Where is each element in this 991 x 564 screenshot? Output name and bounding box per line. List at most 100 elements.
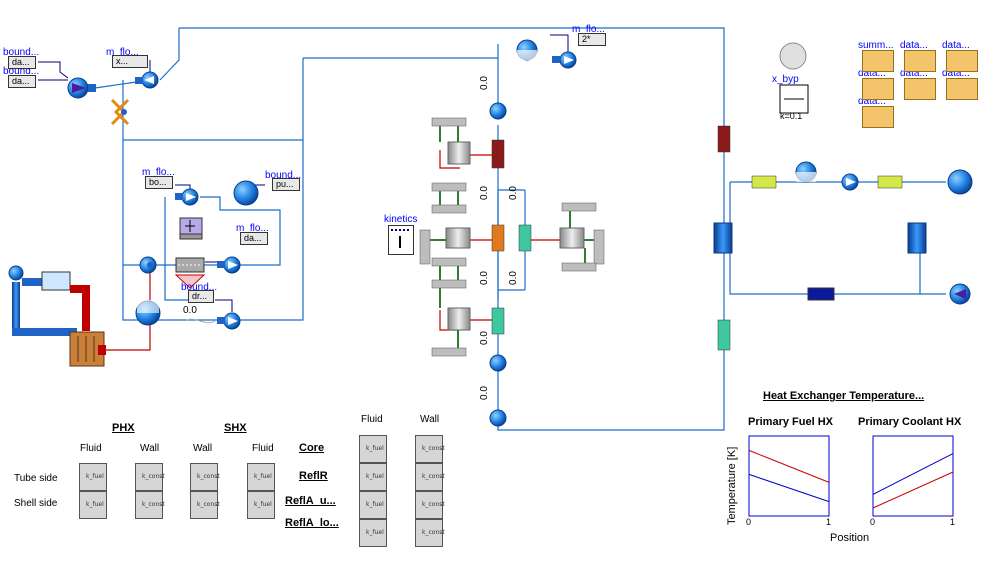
core-zero-4: 0.0	[479, 271, 490, 285]
data-label-2: data...	[942, 40, 970, 51]
wall-block-right	[559, 202, 605, 272]
core-heat-nodes	[419, 117, 605, 357]
x-byp-label: x_byp	[772, 74, 799, 85]
phx-shell-wall-k[interactable]: k_const	[135, 491, 165, 519]
shx-wall-header: Wall	[193, 443, 213, 454]
refla-u-wall-k[interactable]: k_const	[415, 491, 445, 519]
summary-label: summ...	[858, 40, 894, 51]
shx-tube-fluid-k[interactable]: k_fuel	[247, 463, 275, 491]
data-table-icon-6[interactable]	[862, 106, 894, 128]
bound-label-3: bound...	[265, 170, 302, 181]
core-zero-6: 0.0	[479, 386, 490, 400]
chart-2-xtick-1: 1	[950, 517, 956, 527]
core-zero-2: 0.0	[479, 186, 490, 200]
shx-tube-wall-k[interactable]: k_const	[190, 463, 220, 491]
shx-shell-fluid-k[interactable]: k_fuel	[247, 491, 275, 519]
primary-loop-left	[67, 71, 159, 126]
core-zero-1: 0.0	[479, 76, 490, 90]
bound-label-2: bound...	[3, 66, 40, 77]
phx-fluid-header: Fluid	[80, 443, 102, 454]
m-flo-label-top: m_flo...	[572, 24, 605, 35]
refla-lo-fluid-k[interactable]: k_fuel	[359, 519, 387, 547]
kinetics-block[interactable]	[388, 225, 414, 255]
bound-label-1: bound...	[3, 47, 40, 58]
secondary-components	[135, 180, 259, 330]
phx-header: PHX	[112, 422, 135, 434]
wall-block-top	[431, 117, 471, 192]
reflr-wall-k[interactable]: k_const	[415, 463, 445, 491]
data-label-4: data...	[900, 68, 928, 79]
gain-k-label: k=0.1	[780, 111, 803, 121]
chart-1-series-1	[748, 449, 830, 483]
data-label-6: data...	[858, 96, 886, 107]
chart-2-title: Primary Coolant HX	[858, 416, 962, 428]
data-table-icon-1[interactable]	[904, 50, 936, 72]
wall-block-bottom	[431, 279, 471, 357]
core-zero-3: 0.0	[508, 186, 519, 200]
phx-wall-header: Wall	[140, 443, 160, 454]
chart-1-xtick-0: 0	[746, 517, 752, 527]
da-input-2[interactable]: da...	[8, 75, 36, 88]
core-volumes	[489, 102, 507, 427]
core-row-label: Core	[299, 442, 325, 454]
shx-fluid-header: Fluid	[252, 443, 274, 454]
bo-input[interactable]: bo...	[145, 176, 173, 189]
core-fluid-header: Fluid	[361, 414, 383, 425]
core-zero-7: 0.0	[479, 331, 490, 345]
data-table-icon-3[interactable]	[862, 78, 894, 100]
shell-side-label: Shell side	[14, 498, 58, 509]
kinetics-icon	[391, 229, 409, 237]
reflr-row-label: ReflR	[299, 470, 328, 482]
kinetics-label: kinetics	[384, 214, 418, 225]
data-label-3: data...	[858, 68, 886, 79]
phx-tube-fluid-k[interactable]: k_fuel	[79, 463, 107, 491]
phx-tube-wall-k[interactable]: k_const	[135, 463, 165, 491]
chart-primary-fuel-hx-plot	[748, 449, 830, 503]
refla-u-row-label: ReflA_u...	[285, 495, 336, 507]
dr-input[interactable]: dr...	[188, 290, 214, 303]
pu-input[interactable]: pu...	[272, 178, 300, 191]
chart-1-series-2	[748, 473, 830, 503]
data-table-icon-5[interactable]	[946, 78, 978, 100]
x-input[interactable]: x...	[112, 55, 148, 68]
charts	[748, 435, 954, 517]
secondary-loop-right	[713, 125, 973, 351]
core-wall-header: Wall	[420, 414, 440, 425]
core-channels	[491, 139, 532, 335]
da-input-1[interactable]: da...	[8, 56, 36, 69]
data-table-icon-2[interactable]	[946, 50, 978, 72]
core-fluid-k[interactable]: k_fuel	[359, 435, 387, 463]
refla-u-fluid-k[interactable]: k_fuel	[359, 491, 387, 519]
refla-lo-row-label: ReflA_lo...	[285, 517, 339, 529]
summary-table-icon[interactable]	[862, 50, 894, 72]
bound-label-4: bound...	[181, 282, 218, 293]
chart-primary-coolant-hx-plot	[872, 453, 954, 509]
da-input-3[interactable]: da...	[240, 232, 268, 245]
top-pump-group	[516, 39, 577, 69]
zero-value-mid: 0.0	[183, 305, 197, 316]
refla-lo-wall-k[interactable]: k_const	[415, 519, 445, 547]
chart-group-title: Heat Exchanger Temperature...	[763, 390, 925, 402]
chart-1-ylabel: Temperature [K]	[726, 446, 738, 525]
chart-2-xlabel: Position	[830, 532, 870, 544]
chart-2-series-1	[872, 453, 954, 495]
gain-2-block[interactable]: 2*	[578, 33, 606, 46]
chart-1-xtick-1: 1	[826, 517, 832, 527]
core-zero-5: 0.0	[508, 271, 519, 285]
reflr-fluid-k[interactable]: k_fuel	[359, 463, 387, 491]
m-flo-label-3: m_flo...	[236, 223, 269, 234]
core-wall-k[interactable]: k_const	[415, 435, 445, 463]
drain-tank	[8, 265, 106, 367]
m-flo-label-1: m_flo...	[106, 47, 139, 58]
phx-shell-fluid-k[interactable]: k_fuel	[79, 491, 107, 519]
shx-header: SHX	[224, 422, 247, 434]
shx-shell-wall-k[interactable]: k_const	[190, 491, 220, 519]
tube-side-label: Tube side	[14, 473, 58, 484]
data-label-1: data...	[900, 40, 928, 51]
chart-2-series-2	[872, 471, 954, 509]
chart-2-xtick-0: 0	[870, 517, 876, 527]
chart-1-title: Primary Fuel HX	[748, 416, 833, 428]
data-table-icon-4[interactable]	[904, 78, 936, 100]
data-label-5: data...	[942, 68, 970, 79]
